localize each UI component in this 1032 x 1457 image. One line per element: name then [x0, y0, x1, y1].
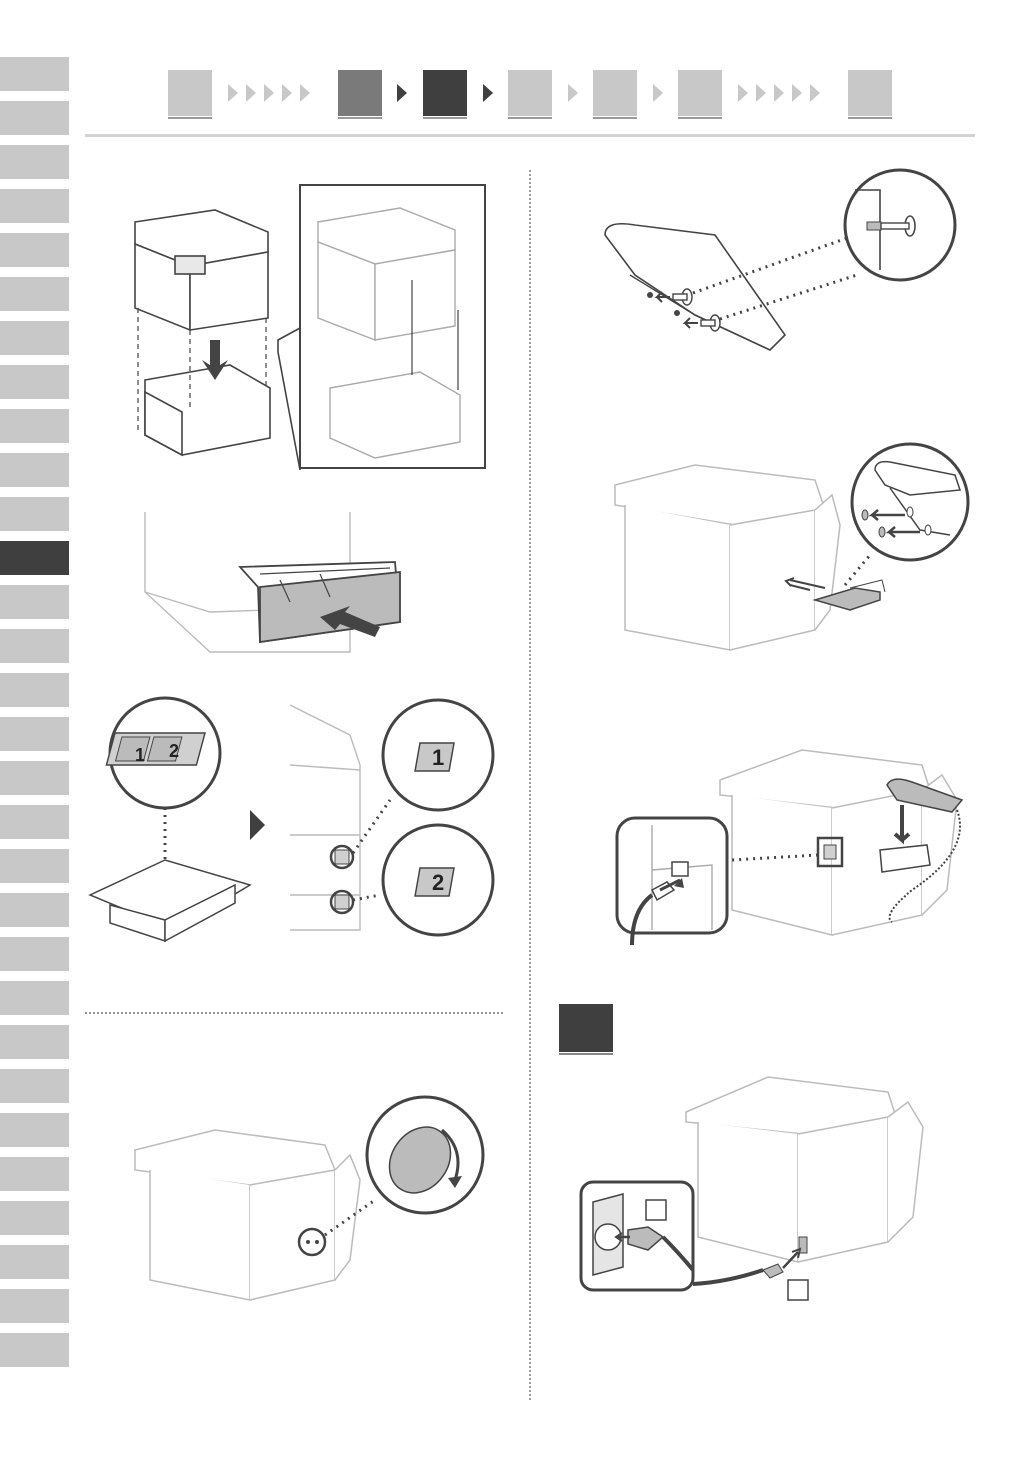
- section-divider: [85, 1012, 503, 1014]
- language-tab[interactable]: [0, 496, 69, 531]
- svg-text:2: 2: [169, 741, 179, 761]
- step-indicator-4: [508, 70, 552, 116]
- language-tab[interactable]: [0, 1068, 69, 1103]
- language-tab[interactable]: [0, 452, 69, 487]
- language-tab[interactable]: [0, 672, 69, 707]
- phone-line-illustration: [612, 740, 977, 955]
- language-tab[interactable]: [0, 1156, 69, 1191]
- paper-cassette-illustration: [140, 512, 410, 657]
- step-indicator-2: [338, 70, 382, 116]
- step-arrow: [792, 84, 802, 102]
- header-rule: [85, 134, 975, 137]
- language-tab[interactable]: [0, 584, 69, 619]
- language-tab[interactable]: [0, 804, 69, 839]
- language-tab[interactable]: [0, 892, 69, 927]
- step-indicator-6: [678, 70, 722, 116]
- language-tab[interactable]: [0, 760, 69, 795]
- step-arrow: [246, 84, 256, 102]
- step-arrow: [397, 84, 407, 102]
- step-arrow: [282, 84, 292, 102]
- language-tab[interactable]: [0, 232, 69, 267]
- step-indicator-1: [168, 70, 212, 116]
- step-arrow: [653, 84, 663, 102]
- language-tab[interactable]: [0, 1244, 69, 1279]
- step-arrow: [300, 84, 310, 102]
- step-indicator-7: [848, 70, 892, 116]
- step-indicator-current: [423, 70, 467, 116]
- step-arrow: [568, 84, 578, 102]
- step-indicator-5: [593, 70, 637, 116]
- language-tab[interactable]: [0, 1288, 69, 1323]
- language-tab[interactable]: [0, 188, 69, 223]
- language-tab[interactable]: [0, 1112, 69, 1147]
- power-cord-illustration: [578, 1072, 940, 1312]
- language-tab[interactable]: [0, 144, 69, 179]
- language-tab[interactable]: [0, 1200, 69, 1235]
- language-tab[interactable]: [0, 320, 69, 355]
- printer-on-cassette-illustration: [120, 180, 500, 475]
- language-tab[interactable]: [0, 716, 69, 751]
- handset-holder-screws-illustration: [595, 165, 965, 365]
- step-arrow: [483, 84, 493, 102]
- language-tab[interactable]: [0, 364, 69, 399]
- step-arrow: [228, 84, 238, 102]
- attach-handset-holder-illustration: [610, 440, 980, 655]
- step-arrow: [756, 84, 766, 102]
- step-arrow: [264, 84, 274, 102]
- svg-text:1: 1: [135, 745, 145, 765]
- step-arrow: [738, 84, 748, 102]
- step-navigation: [0, 0, 1032, 140]
- language-tab[interactable]: [0, 980, 69, 1015]
- cover-cap-illustration: [130, 1090, 490, 1310]
- column-divider: [529, 170, 531, 1400]
- language-tab[interactable]: [0, 1332, 69, 1367]
- language-tab[interactable]: [0, 936, 69, 971]
- language-tab[interactable]: [0, 1024, 69, 1059]
- language-tab-active[interactable]: [0, 540, 69, 575]
- tray-label-1-text: 1: [432, 745, 444, 770]
- step-arrow: [810, 84, 820, 102]
- language-tab[interactable]: [0, 628, 69, 663]
- language-tab[interactable]: [0, 848, 69, 883]
- step-badge: [559, 1004, 613, 1052]
- language-tab[interactable]: [0, 276, 69, 311]
- tray-label-2-text: 2: [432, 870, 444, 895]
- step-arrow: [774, 84, 784, 102]
- language-tab[interactable]: [0, 408, 69, 443]
- tray-labels-illustration: 1 2 1 2: [85, 695, 505, 945]
